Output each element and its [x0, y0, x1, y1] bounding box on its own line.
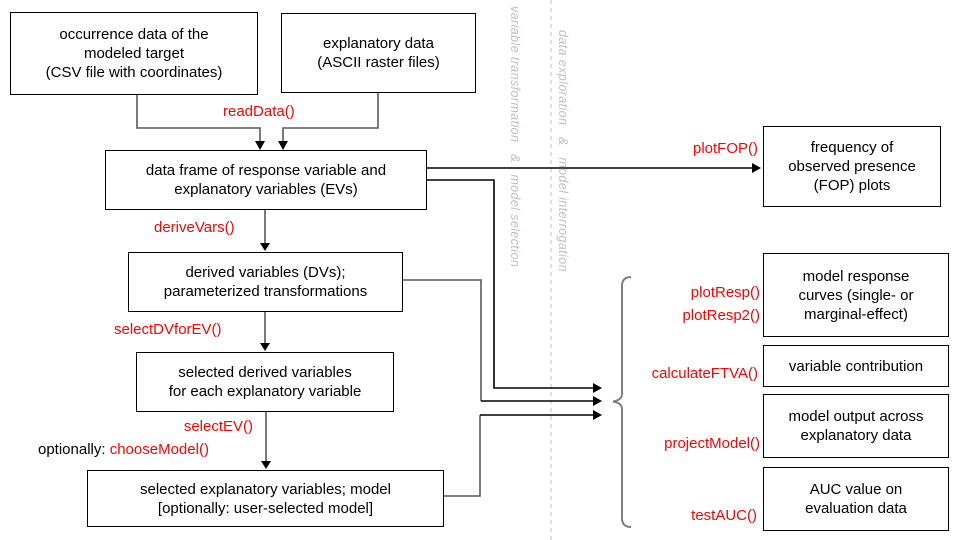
node-model-output-text: model output across explanatory data [788, 408, 924, 444]
node-derived-variables: derived variables (DVs); parameterized t… [128, 252, 403, 312]
arrowhead-dataframe-to-brace [593, 383, 602, 393]
node-fop-plots: frequency of observed presence (FOP) plo… [763, 126, 941, 207]
node-response-curves: model response curves (single- or margin… [763, 253, 949, 337]
node-auc-value-text: AUC value on evaluation data [805, 481, 907, 517]
node-explanatory-data: explanatory data (ASCII raster files) [281, 13, 476, 93]
node-model-output: model output across explanatory data [763, 394, 949, 458]
node-response-curves-text: model response curves (single- or margin… [798, 267, 914, 323]
arrowhead-dataframe-to-derived [260, 243, 270, 251]
node-fop-plots-text: frequency of observed presence (FOP) plo… [788, 139, 916, 194]
node-selected-explanatory-variables: selected explanatory variables; model [o… [87, 470, 444, 527]
arrowhead-explanatory-to-dataframe [278, 141, 288, 150]
fn-label-readData: readData() [223, 103, 295, 120]
node-data-frame: data frame of response variable and expl… [105, 150, 427, 210]
node-selected-derived-variables-text: selected derived variables for each expl… [168, 364, 362, 400]
lane-label-variable-transformation-model-selection: variable transformation & model selectio… [508, 6, 522, 268]
node-selected-derived-variables: selected derived variables for each expl… [136, 352, 394, 412]
fn-label-plotResp2: plotResp2() [682, 307, 760, 324]
optionally-prefix-text: optionally: [38, 441, 110, 458]
arrowhead-selected-dvs-to-selected-evs [261, 461, 271, 469]
fn-label-deriveVars: deriveVars() [154, 219, 235, 236]
node-auc-value: AUC value on evaluation data [763, 467, 949, 531]
connector-occurrence-to-dataframe [136, 95, 261, 142]
node-derived-variables-text: derived variables (DVs); parameterized t… [163, 264, 368, 300]
node-occurrence-data-text: occurrence data of the modeled target (C… [45, 26, 223, 81]
fn-label-selectEV: selectEV() [183, 418, 253, 435]
connector-explanatory-to-dataframe [282, 93, 379, 142]
fn-label-testAUC: testAUC() [691, 507, 757, 524]
node-selected-explanatory-variables-text: selected explanatory variables; model [o… [140, 480, 391, 517]
arrowhead-derived-to-brace [593, 396, 602, 406]
fn-label-selectDVforEV: selectDVforEV() [114, 321, 222, 338]
fn-label-projectModel: projectModel() [664, 435, 760, 452]
lane-label-data-exploration-model-interrogation: data exploration & model interrogation [556, 30, 570, 272]
arrowhead-derived-to-selected-dvs [260, 343, 270, 351]
node-data-frame-text: data frame of response variable and expl… [145, 162, 387, 198]
node-variable-contribution-text: variable contribution [788, 357, 924, 375]
node-explanatory-data-text: explanatory data (ASCII raster files) [317, 35, 440, 71]
grouping-brace [612, 276, 632, 528]
fn-label-calculateFTVA: calculateFTVA() [651, 365, 758, 382]
node-occurrence-data: occurrence data of the modeled target (C… [10, 12, 258, 95]
fn-label-plotResp: plotResp() [690, 284, 760, 301]
arrowhead-dataframe-to-fop [752, 163, 761, 173]
connector-dataframe-to-brace [427, 179, 593, 389]
connector-derived-to-brace-feed [403, 279, 482, 401]
arrowhead-occurrence-to-dataframe [255, 141, 265, 150]
node-variable-contribution: variable contribution [763, 345, 949, 387]
connector-model-to-brace-feed [444, 415, 481, 497]
fn-label-chooseModel: chooseModel() [109, 441, 209, 458]
fn-label-plotFOP: plotFOP() [692, 140, 758, 157]
fn-label-chooseModel-line: optionally: chooseModel() [38, 441, 209, 458]
arrowhead-model-to-brace [593, 410, 602, 420]
